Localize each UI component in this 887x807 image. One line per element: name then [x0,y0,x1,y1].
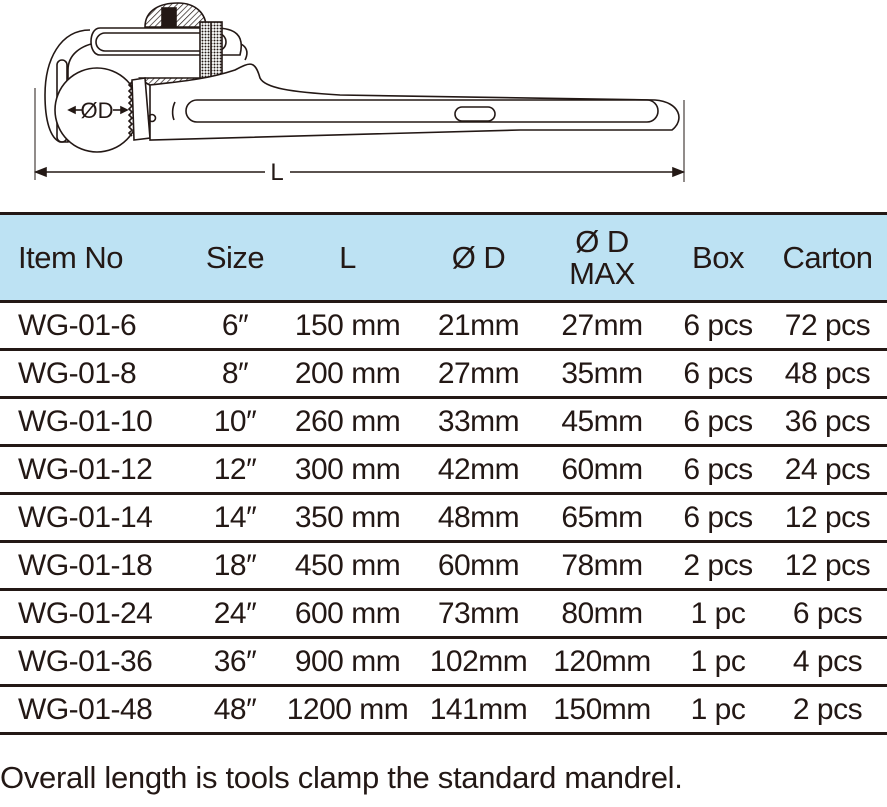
header-item-no: Item No [18,239,124,275]
cell-diameter: 27mm [437,356,520,390]
cell-length: 150 mm [294,308,401,342]
cell-carton: 4 pcs [792,644,863,678]
table-row: WG-01-6 6″ 150 mm 21mm 27mm 6 pcs 72 pcs [0,302,887,350]
cell-length: 450 mm [294,548,401,582]
cell-diameter-max: 80mm [561,596,643,630]
cell-box: 6 pcs [683,404,753,438]
header-diameter-max: Ø D MAX [536,214,668,302]
cell-item-no: WG-01-18 [18,548,153,582]
cell-diameter: 21mm [437,308,520,342]
cell-carton: 24 pcs [784,452,871,486]
cell-carton: 12 pcs [784,500,871,534]
header-length: L [339,239,356,275]
table-row: WG-01-36 36″ 900 mm 102mm 120mm 1 pc 4 pcs [0,638,887,686]
cell-box: 6 pcs [683,452,753,486]
table-row: WG-01-24 24″ 600 mm 73mm 80mm 1 pc 6 pcs [0,590,887,638]
cell-item-no: WG-01-24 [18,596,153,630]
cell-carton: 6 pcs [792,596,863,630]
cell-size: 10″ [213,404,257,438]
cell-carton: 48 pcs [784,356,871,390]
cell-size: 14″ [213,500,257,534]
cell-diameter-max: 78mm [561,548,643,582]
cell-diameter-max: 45mm [561,404,643,438]
cell-diameter: 33mm [437,404,520,438]
cell-length: 300 mm [294,452,401,486]
table-row: WG-01-10 10″ 260 mm 33mm 45mm 6 pcs 36 pcs [0,398,887,446]
table-header-row: Item No Size L Ø D Ø D MAX Box Carton [0,213,887,302]
cell-diameter: 48mm [437,500,520,534]
cell-carton: 72 pcs [784,308,871,342]
cell-item-no: WG-01-48 [18,692,153,726]
cell-diameter: 141mm [429,692,528,726]
cell-box: 6 pcs [683,308,753,342]
cell-length: 260 mm [294,404,401,438]
cell-box: 2 pcs [683,548,753,582]
cell-size: 18″ [213,548,257,582]
cell-size: 12″ [213,452,257,486]
cell-length: 200 mm [294,356,401,390]
cell-carton: 36 pcs [784,404,871,438]
table-row: WG-01-14 14″ 350 mm 48mm 65mm 6 pcs 12 pcs [0,494,887,542]
cell-diameter: 60mm [437,548,520,582]
cell-length: 1200 mm [286,692,409,726]
cell-size: 36″ [213,644,257,678]
cell-box: 6 pcs [683,500,753,534]
cell-item-no: WG-01-36 [18,644,153,678]
header-size: Size [205,239,265,275]
table-row: WG-01-18 18″ 450 mm 60mm 78mm 2 pcs 12 pcs [0,542,887,590]
cell-carton: 12 pcs [784,548,871,582]
table-row: WG-01-8 8″ 200 mm 27mm 35mm 6 pcs 48 pcs [0,350,887,398]
header-box: Box [692,239,744,275]
cell-size: 8″ [221,356,249,390]
cell-length: 350 mm [294,500,401,534]
cell-size: 6″ [221,308,249,342]
cell-diameter-max: 65mm [561,500,643,534]
cell-size: 48″ [213,692,257,726]
cell-item-no: WG-01-14 [18,500,153,534]
header-diameter-max-line2: MAX [569,255,635,291]
header-carton: Carton [782,239,873,275]
cell-item-no: WG-01-10 [18,404,153,438]
cell-carton: 2 pcs [792,692,863,726]
table-row: WG-01-48 48″ 1200 mm 141mm 150mm 1 pc 2 pcs [0,686,887,734]
length-label: L [270,159,283,186]
cell-diameter: 73mm [437,596,520,630]
cell-diameter-max: 120mm [553,644,651,678]
cell-length: 600 mm [294,596,401,630]
footnote: Overall length is tools clamp the standa… [0,760,683,795]
cell-length: 900 mm [294,644,401,678]
cell-diameter-max: 27mm [561,308,643,342]
diameter-label: ØD [81,98,114,123]
cell-size: 24″ [213,596,257,630]
cell-box: 1 pc [690,644,746,678]
cell-item-no: WG-01-6 [18,308,137,342]
cell-item-no: WG-01-12 [18,452,153,486]
cell-box: 1 pc [690,692,746,726]
table-row: WG-01-12 12″ 300 mm 42mm 60mm 6 pcs 24 pcs [0,446,887,494]
spec-table: Item No Size L Ø D Ø D MAX Box Carton WG… [0,212,887,735]
cell-item-no: WG-01-8 [18,356,137,390]
pipe-wrench-drawing: ØD L [33,2,686,186]
cell-diameter-max: 35mm [561,356,643,390]
cell-diameter: 102mm [429,644,528,678]
cell-box: 6 pcs [683,356,753,390]
cell-box: 1 pc [690,596,746,630]
cell-diameter-max: 60mm [561,452,643,486]
cell-diameter: 42mm [437,452,520,486]
header-diameter-max-line1: Ø D [575,223,629,259]
cell-diameter-max: 150mm [553,692,651,726]
header-diameter: Ø D [451,239,506,275]
